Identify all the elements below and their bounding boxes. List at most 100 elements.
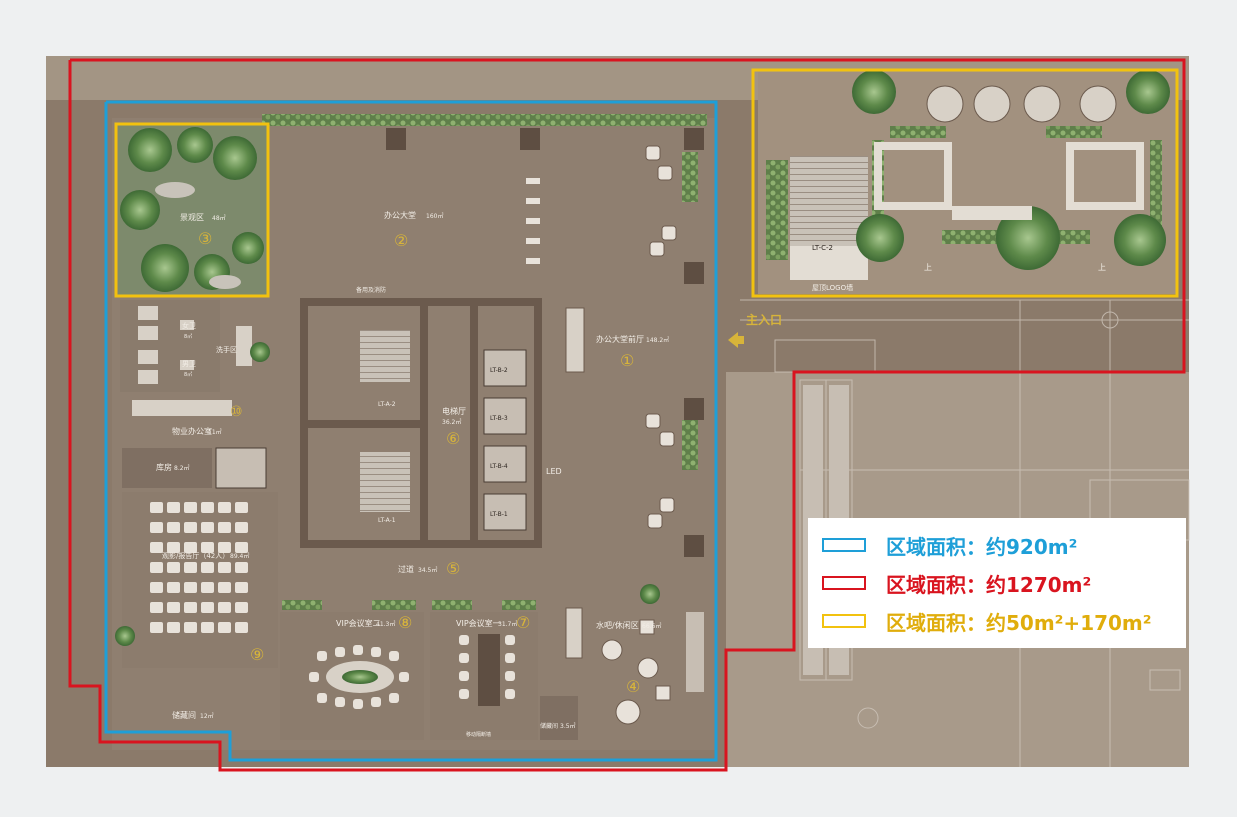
label-female-wc-area: 8㎡: [184, 333, 192, 340]
label-storage2-area: 12㎡: [200, 712, 214, 720]
auditorium-seat: [235, 522, 248, 533]
auditorium-seat: [235, 542, 248, 553]
auditorium-seat: [184, 582, 197, 593]
auditorium-seat: [167, 542, 180, 553]
reception-desk: [565, 307, 585, 373]
plant-strip-3: [686, 612, 704, 692]
auditorium-seat: [201, 582, 214, 593]
vip-chair: [317, 693, 327, 703]
auditorium-seat: [201, 502, 214, 513]
auditorium-seat: [167, 602, 180, 613]
label-room8: VIP会议室二: [336, 618, 381, 628]
auditorium-seat: [150, 582, 163, 593]
auditorium-seat: [201, 602, 214, 613]
red-boundary: [68, 58, 1186, 772]
auditorium-seat: [150, 562, 163, 573]
label-stair-c2: LT-C-2: [812, 244, 833, 252]
vip-chair: [505, 671, 515, 681]
lobby-chairs: [645, 145, 677, 529]
stair-a1: [360, 452, 410, 512]
label-bottom-small: 移动隔断墙: [466, 731, 491, 738]
label-room7: VIP会议室一: [456, 618, 501, 628]
auditorium-seat: [235, 562, 248, 573]
marker-7: ⑦: [516, 613, 530, 632]
marker-2: ②: [394, 231, 408, 250]
vip-chair: [505, 653, 515, 663]
vip-chair: [459, 671, 469, 681]
turnstiles: [526, 178, 540, 264]
storage-small: [540, 696, 578, 740]
vip-chair: [389, 693, 399, 703]
vip-chair: [335, 697, 345, 707]
vip-hedges: [282, 600, 536, 610]
label-room6-area: 36.2㎡: [442, 418, 461, 426]
entrance-arrow-icon: [728, 332, 738, 348]
legend-text-red: 区域面积：约1270m²: [886, 572, 1092, 597]
plant-strip-2: [682, 420, 698, 470]
vip-chair: [389, 651, 399, 661]
vip-chair: [317, 651, 327, 661]
auditorium-seat: [184, 602, 197, 613]
legend-text-yellow: 区域面积：约50m²+170m²: [886, 610, 1152, 635]
auditorium-seat: [167, 562, 180, 573]
vip1-table: [478, 634, 500, 706]
label-lift-b3: LT-B-3: [490, 415, 508, 422]
label-male-wc: 男卫: [182, 360, 196, 368]
label-room5: 过道: [398, 564, 414, 574]
auditorium-seat: [150, 622, 163, 633]
auditorium-seat: [167, 522, 180, 533]
marker-9: ⑨: [250, 645, 264, 664]
auditorium-seat: [184, 622, 197, 633]
vip-chair: [335, 647, 345, 657]
vip2-plant: [342, 670, 378, 684]
label-led: LED: [546, 467, 562, 476]
vip-chair: [353, 645, 363, 655]
label-male-wc-area: 8㎡: [184, 371, 192, 378]
auditorium: [122, 492, 278, 668]
office-desks: [132, 400, 232, 416]
blue-boundary: [104, 100, 718, 762]
auditorium-seat: [218, 502, 231, 513]
vip-chair: [309, 672, 319, 682]
label-room7-area: 31.7㎡: [498, 620, 517, 628]
legend-row-yellow: 区域面积：约50m²+170m²: [822, 602, 1186, 640]
label-lift-a2: LT-A-2: [378, 401, 396, 408]
label-room4-area: 66.6㎡: [642, 622, 661, 630]
label-room5-area: 34.5㎡: [418, 566, 437, 574]
label-lift-b2: LT-B-2: [490, 367, 508, 374]
legend: 区域面积：约920m² 区域面积：约1270m² 区域面积：约50m²+170m…: [808, 518, 1186, 648]
yellow-boundary-landscape: [114, 122, 270, 298]
auditorium-seat: [218, 582, 231, 593]
label-storage1-area: 8.2㎡: [174, 464, 190, 472]
stair-a2: [360, 330, 410, 382]
label-main-entrance: 主入口: [746, 312, 782, 327]
auditorium-seat: [150, 542, 163, 553]
legend-swatch-blue: [822, 538, 866, 552]
auditorium-seat: [167, 502, 180, 513]
label-female-wc: 女卫: [182, 321, 196, 330]
auditorium-seat: [235, 622, 248, 633]
marker-4: ④: [626, 677, 640, 696]
vip-chair: [353, 699, 363, 709]
auditorium-seat: [184, 502, 197, 513]
label-room1: 办公大堂前厅: [596, 334, 644, 344]
auditorium-seat: [218, 522, 231, 533]
marker-5: ⑤: [446, 559, 460, 578]
label-room10: 物业办公室: [172, 426, 212, 436]
marker-6: ⑥: [446, 429, 460, 448]
label-room3-area: 48㎡: [212, 214, 226, 222]
legend-text-blue: 区域面积：约920m²: [886, 534, 1078, 559]
legend-row-red: 区域面积：约1270m²: [822, 564, 1186, 602]
label-room2-area: 160㎡: [426, 212, 443, 220]
label-storage3: 储藏间: [540, 722, 558, 730]
label-room6: 电梯厅: [442, 406, 466, 416]
label-washroom: 洗手区: [216, 345, 237, 354]
auditorium-seat: [235, 582, 248, 593]
auditorium-seat: [150, 502, 163, 513]
label-up1: 上: [924, 263, 932, 272]
auditorium-seat: [150, 522, 163, 533]
plant-strip-1: [682, 152, 698, 202]
label-logo-wall: 屋顶LOGO墙: [812, 283, 853, 292]
auditorium-seat: [235, 502, 248, 513]
